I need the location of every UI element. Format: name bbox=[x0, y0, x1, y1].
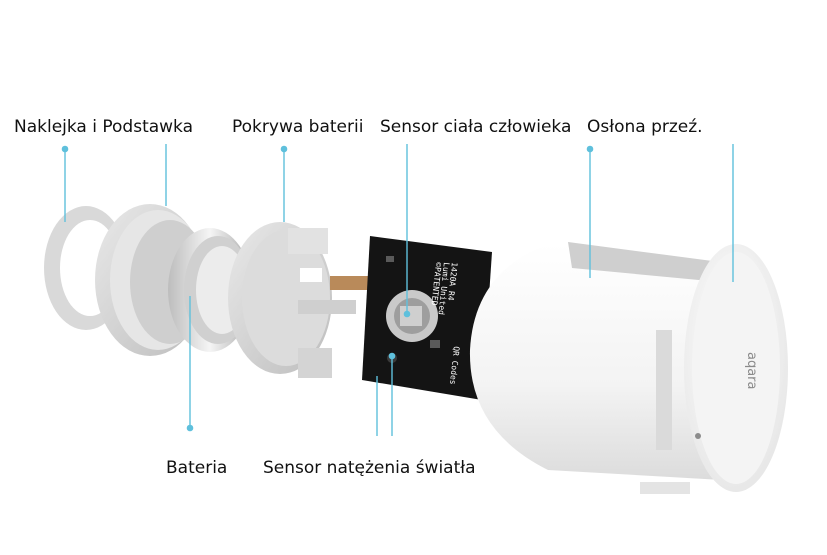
brand-logo-text: aqara bbox=[744, 352, 759, 390]
leader-lines bbox=[61, 144, 734, 436]
label-sticker-base: Naklejka i Podstawka bbox=[14, 117, 194, 137]
pcb-board bbox=[362, 236, 492, 400]
front-housing bbox=[469, 242, 788, 494]
label-human-body-sensor: Sensor ciała człowieka bbox=[380, 117, 572, 137]
battery-cover-part bbox=[228, 222, 356, 378]
board-text-1: 1420A R4 bbox=[446, 262, 459, 301]
label-light-sensor: Sensor natężenia światła bbox=[263, 458, 476, 478]
board-qr-text: QR Codes bbox=[448, 346, 461, 385]
contact-strip bbox=[330, 276, 370, 290]
label-battery-cover: Pokrywa baterii bbox=[232, 117, 364, 137]
label-front-cover: Osłona przeź. bbox=[587, 117, 703, 137]
label-battery: Bateria bbox=[166, 458, 228, 478]
